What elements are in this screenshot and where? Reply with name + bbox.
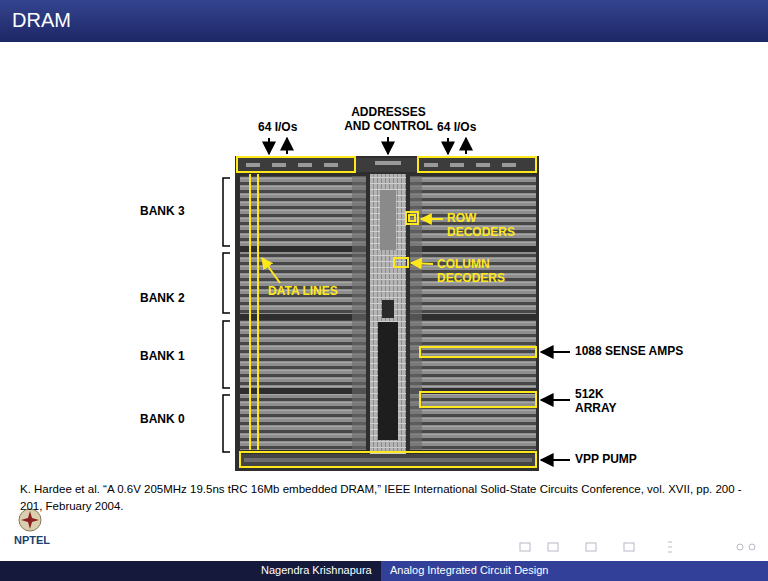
citation: K. Hardee et al. “A 0.6V 205MHz 19.5ns t… (20, 481, 748, 516)
sense-amp-label: 1088 SENSE AMPS (575, 345, 683, 359)
address-label: ADDRESSES AND CONTROL (341, 106, 436, 134)
bank-label: BANK 3 (140, 205, 185, 219)
footer-course: Analog Integrated Circuit Design (390, 564, 548, 577)
data-line (250, 174, 258, 450)
array-label: 512K ARRAY (575, 388, 617, 416)
bank-label: BANK 0 (140, 413, 185, 427)
pump-label: VPP PUMP (575, 453, 637, 467)
title-bar (0, 0, 768, 42)
decoder-label: ROW DECODERS (447, 212, 515, 240)
footer-left (0, 561, 381, 581)
slide-title: DRAM (12, 9, 71, 32)
bank-label: BANK 2 (140, 292, 185, 306)
signal-arrow (269, 137, 570, 460)
nptel-logo (19, 509, 41, 531)
data-lines-label: DATA LINES (268, 285, 338, 299)
highlight-box (237, 157, 536, 467)
bank-bracket (223, 178, 230, 452)
footer-right (381, 561, 768, 581)
die-photo (235, 156, 539, 471)
yellow-pointer (262, 219, 443, 283)
io-label: 64 I/Os (258, 121, 297, 135)
nav-symbols (520, 542, 755, 552)
io-label: 64 I/Os (437, 121, 476, 135)
logo-text: NPTEL (14, 534, 50, 547)
bank-label: BANK 1 (140, 350, 185, 364)
decoder-label: COLUMN DECODERS (437, 258, 505, 286)
footer-author: Nagendra Krishnapura (261, 564, 372, 577)
